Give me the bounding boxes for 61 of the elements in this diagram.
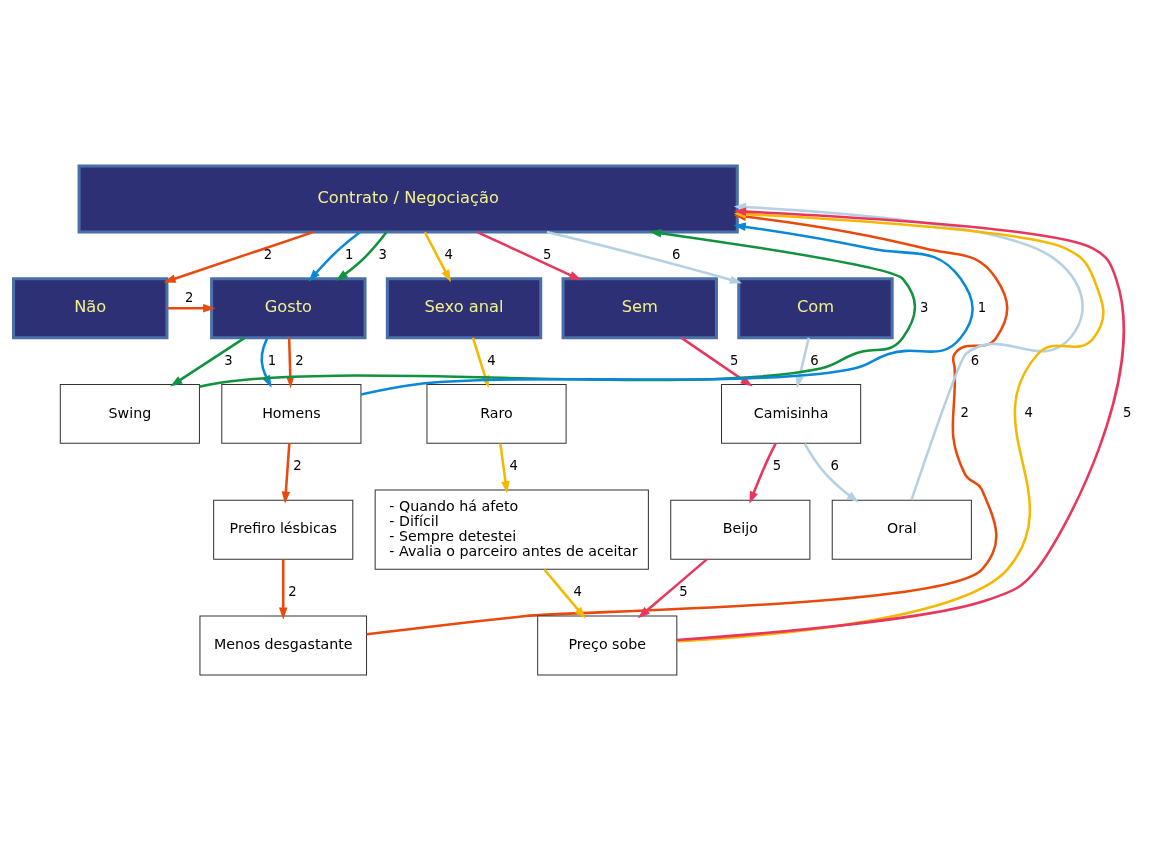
edge-label: 5 [772, 458, 781, 474]
edge-label: 6 [671, 246, 681, 262]
arrow [166, 303, 215, 313]
arrow [748, 442, 777, 504]
edge-label: 2 [184, 289, 193, 305]
node-box: Raro [425, 383, 567, 444]
node-box: Não [11, 277, 168, 340]
edge-label: 6 [970, 352, 979, 368]
edge-label: 4 [486, 352, 496, 368]
edge-label: 2 [294, 352, 304, 368]
arrow [803, 442, 859, 503]
node-box: Com [736, 277, 894, 340]
arrow [335, 231, 388, 281]
edge-label: 6 [830, 458, 839, 474]
edge-label: 5 [1122, 405, 1131, 421]
edge-label: 2 [263, 246, 272, 262]
edge-label: 2 [287, 584, 297, 600]
arrow [546, 230, 742, 284]
node-box: Preço sobe [536, 615, 677, 676]
arrow [308, 231, 361, 282]
arrow [637, 558, 708, 619]
edge-label: 4 [573, 584, 582, 600]
edge-label: 6 [809, 352, 819, 368]
node-box: Camisinha [720, 383, 861, 444]
arrow [259, 337, 272, 388]
arrow [278, 559, 287, 620]
node-box: Sem [561, 277, 718, 340]
edge-label: 4 [444, 246, 453, 262]
node-box: Contrato / Negociação [77, 164, 739, 234]
edge-label: 4 [509, 458, 518, 474]
arrow [423, 231, 451, 283]
edge-label: 3 [378, 246, 387, 262]
arrow [169, 336, 245, 387]
edge-label: 1 [267, 352, 276, 368]
arrow [542, 568, 586, 619]
node-box: Prefiro lésbicas [212, 499, 353, 560]
arrow [163, 230, 314, 283]
node-box: Gosto [209, 277, 367, 340]
edge-label: 4 [1024, 405, 1033, 421]
edge-label: 1 [344, 246, 353, 262]
arrow [680, 336, 753, 387]
arrow [498, 443, 510, 494]
arrow [795, 337, 810, 389]
edge-label: 5 [542, 246, 552, 262]
edge-label: 2 [960, 405, 969, 421]
edge-label: 3 [223, 352, 233, 368]
arrow [281, 443, 291, 504]
node-box: Homens [220, 383, 361, 444]
node-box: Beijo [669, 499, 810, 560]
node-box: - Quando há afeto - Difícil - Sempre detestei - Avalia o parceiro antes de aceitar [374, 489, 649, 570]
node-box: Swing [59, 383, 200, 444]
arrow [360, 222, 974, 396]
node-box: Oral [831, 499, 972, 560]
edge-label: 5 [729, 352, 738, 368]
node-box: Menos desgastante [198, 615, 367, 676]
edge-label: 1 [977, 299, 986, 315]
edge-label: 2 [292, 458, 302, 474]
edge-label: 3 [919, 299, 928, 315]
arrow [476, 230, 582, 281]
node-box: Sexo anal [385, 277, 542, 340]
edge-label: 5 [678, 584, 688, 600]
